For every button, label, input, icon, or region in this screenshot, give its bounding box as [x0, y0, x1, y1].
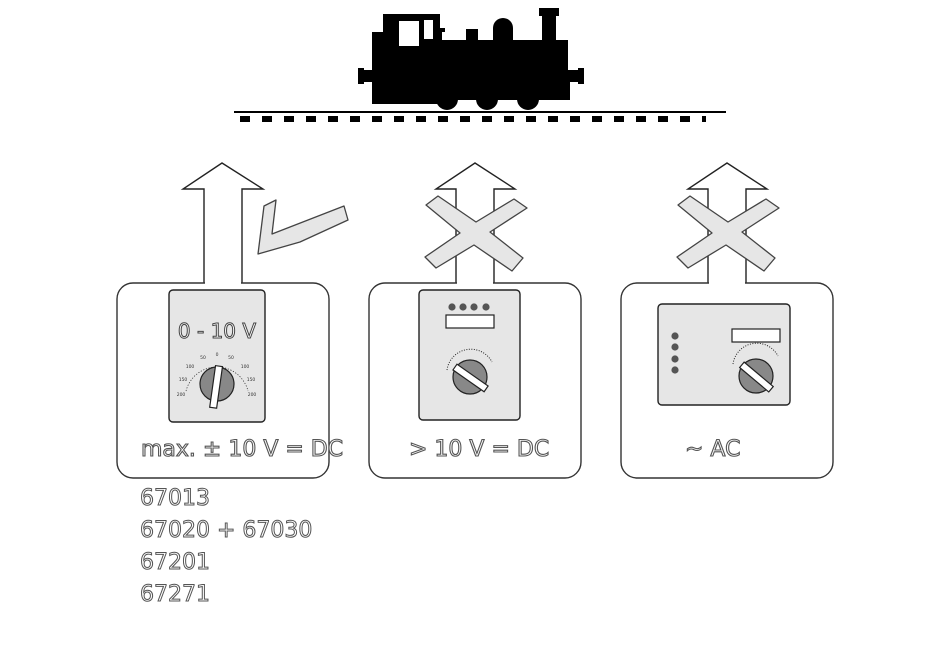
locomotive-icon [358, 8, 584, 110]
control-knob [739, 359, 773, 393]
scale-label: 200 [248, 392, 257, 398]
arrow-up-icon [183, 163, 263, 285]
transformer-device-1: 0 - 10 V 0 50 100 150 200 50 100 150 200 [169, 290, 265, 422]
transformer-device-2 [419, 290, 520, 420]
scale-label: 200 [177, 392, 186, 398]
scale-label: 0 [216, 352, 219, 358]
panel-label-ac: ~ AC [685, 437, 740, 462]
display-window [732, 329, 780, 342]
panel-label-dc-over: > 10 V = DC [409, 437, 549, 462]
scale-label: 50 [200, 355, 206, 361]
scale-label: 150 [247, 377, 256, 383]
display-window [446, 315, 494, 328]
part-number: 67020 + 67030 [140, 520, 312, 542]
check-icon [258, 200, 348, 254]
scale-label: 150 [179, 377, 188, 383]
scale-label: 100 [241, 364, 250, 370]
part-number: 67271 [140, 584, 210, 606]
panel-label-dc-ok: max. ± 10 V = DC [141, 437, 343, 462]
control-knob [453, 360, 488, 394]
scale-label: 100 [186, 364, 195, 370]
track-icon [234, 112, 726, 119]
transformer-device-3 [658, 304, 790, 405]
scale-label: 50 [228, 355, 234, 361]
voltage-display: 0 - 10 V [178, 319, 256, 343]
part-number: 67201 [140, 552, 210, 574]
part-number: 67013 [140, 488, 210, 510]
